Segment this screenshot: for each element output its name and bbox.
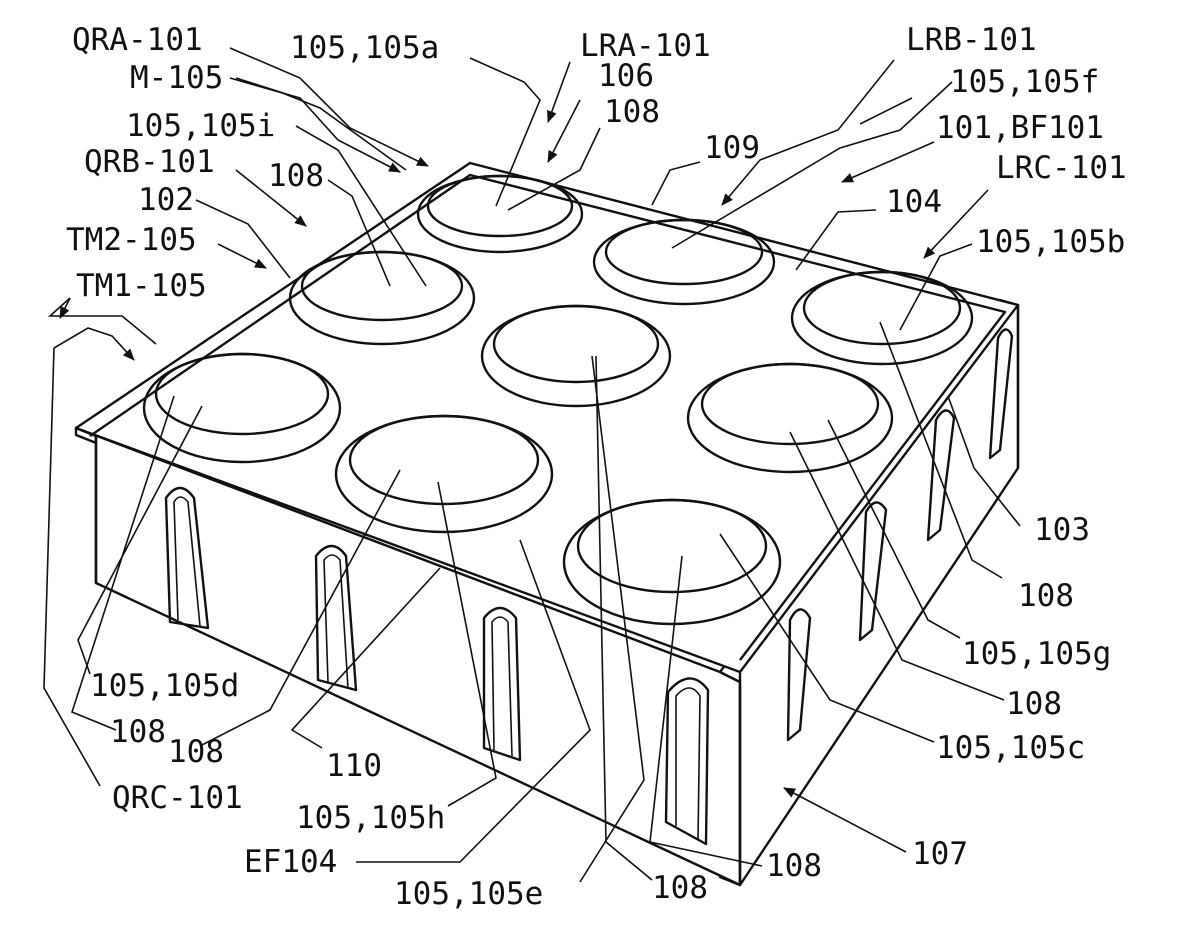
label-105-105c: 105,105c xyxy=(936,730,1085,766)
dome-105a xyxy=(416,174,584,254)
dome-105i xyxy=(288,250,476,346)
label-103: 103 xyxy=(1034,512,1090,548)
label-LRC-101: LRC-101 xyxy=(996,150,1127,186)
label-102: 102 xyxy=(138,182,194,218)
dome-105g xyxy=(686,362,894,474)
top-edge-bevel xyxy=(89,173,1007,661)
label-LRA-101: LRA-101 xyxy=(580,28,711,64)
label-105-105h: 105,105h xyxy=(296,800,445,836)
label-106: 106 xyxy=(598,58,654,94)
label-104: 104 xyxy=(886,184,942,220)
label-105-105g: 105,105g xyxy=(962,636,1111,672)
label-101-BF101: 101,BF101 xyxy=(936,110,1104,146)
label-105-105d: 105,105d xyxy=(90,668,239,704)
label-QRA-101: QRA-101 xyxy=(72,22,203,58)
label-105-105e: 105,105e xyxy=(394,876,543,912)
reference-labels: QRA-101 105,105a LRA-101 LRB-101 M-105 1… xyxy=(66,22,1127,912)
label-108-g: 108 xyxy=(766,848,822,884)
dome-105c xyxy=(562,498,782,626)
front-slots xyxy=(164,486,710,846)
label-108-d: 108 xyxy=(1006,686,1062,722)
label-108-b: 108 xyxy=(268,158,324,194)
label-TM2-105: TM2-105 xyxy=(66,222,197,258)
leader-lines xyxy=(43,47,1021,883)
label-TM1-105: TM1-105 xyxy=(76,268,207,304)
label-109: 109 xyxy=(704,130,760,166)
label-105-105a: 105,105a xyxy=(290,30,439,66)
dome-105d xyxy=(142,352,342,464)
label-QRB-101: QRB-101 xyxy=(84,144,215,180)
dome-array xyxy=(142,174,974,626)
label-EF104: EF104 xyxy=(244,844,337,880)
label-105-105i: 105,105i xyxy=(126,108,275,144)
dome-center xyxy=(480,304,672,408)
label-108-f: 108 xyxy=(168,734,224,770)
label-108-c: 108 xyxy=(1018,578,1074,614)
dome-105f xyxy=(592,218,776,306)
label-M-105: M-105 xyxy=(130,60,223,96)
label-107: 107 xyxy=(912,836,968,872)
label-108-a: 108 xyxy=(604,94,660,130)
label-105-105f: 105,105f xyxy=(950,64,1099,100)
label-QRC-101: QRC-101 xyxy=(112,780,243,816)
label-108-h: 108 xyxy=(652,870,708,906)
label-105-105b: 105,105b xyxy=(976,224,1125,260)
dome-105b xyxy=(790,270,974,366)
label-108-e: 108 xyxy=(110,714,166,750)
dome-105h xyxy=(334,414,554,534)
right-slots xyxy=(786,328,1014,742)
label-LRB-101: LRB-101 xyxy=(906,22,1037,58)
label-110: 110 xyxy=(326,748,382,784)
